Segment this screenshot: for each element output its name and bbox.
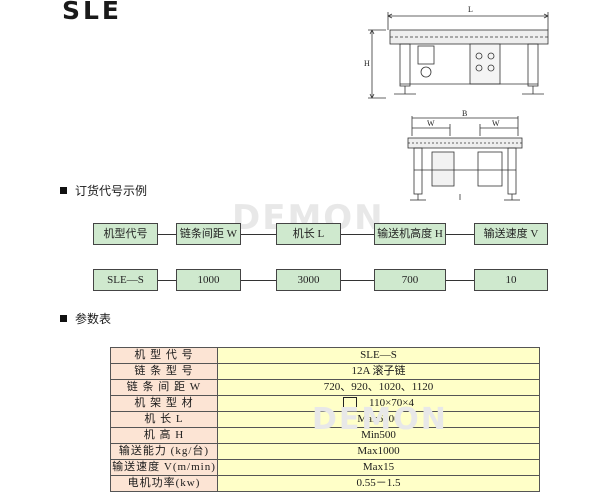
code-value-height: 700 <box>374 269 446 291</box>
params-section-heading: 参数表 <box>60 310 111 327</box>
ordering-section-heading: 订货代号示例 <box>60 182 147 199</box>
dim-width-w-right-label: W <box>492 119 500 128</box>
code-label-chain-spacing: 链条间距 W <box>176 223 241 245</box>
dim-length-label: L <box>468 5 473 14</box>
code-value-chain-spacing: 1000 <box>176 269 241 291</box>
table-row: 输送能力 (kg/台)Max1000 <box>110 443 540 460</box>
channel-profile-icon <box>343 397 357 407</box>
code-label-height: 输送机高度 H <box>374 223 446 245</box>
code-value-length: 3000 <box>276 269 341 291</box>
front-view-drawing: B W W <box>407 109 523 201</box>
table-row: 输送速度 V(m/min)Max15 <box>110 459 540 476</box>
code-label-model: 机型代号 <box>93 223 158 245</box>
table-row: 电机功率(kw)0.55－1.5 <box>110 475 540 492</box>
dim-width-w-left-label: W <box>427 119 435 128</box>
code-value-speed: 10 <box>474 269 548 291</box>
code-value-model: SLE—S <box>93 269 158 291</box>
ordering-example-row: SLE—S 1000 3000 700 10 <box>93 269 548 291</box>
side-view-drawing: L H <box>364 5 549 99</box>
page-title: SLE <box>62 0 123 25</box>
dim-width-b-label: B <box>462 109 467 118</box>
ordering-labels-row: 机型代号 链条间距 W 机长 L 输送机高度 H 输送速度 V <box>93 223 548 245</box>
code-label-speed: 输送速度 V <box>474 223 548 245</box>
square-bullet-icon <box>60 315 67 322</box>
square-bullet-icon <box>60 187 67 194</box>
code-label-length: 机长 L <box>276 223 341 245</box>
dim-height-label: H <box>364 59 370 68</box>
